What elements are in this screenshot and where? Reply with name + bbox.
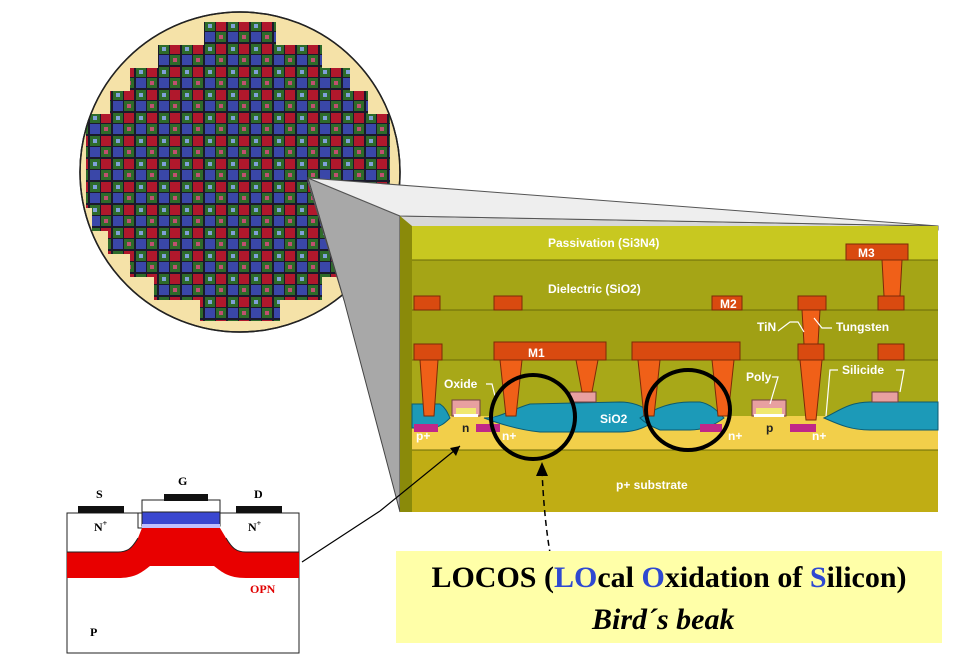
label-n-plus-1: n+ — [502, 429, 516, 443]
oxide-arrow-line — [379, 445, 461, 512]
substrate — [412, 450, 938, 512]
caption-box: LOCOS (LOcal Oxidation of Silicon) Bird´… — [396, 551, 942, 643]
label-oxide: Oxide — [444, 377, 478, 391]
wafer — [79, 11, 401, 333]
label-n-plus-3: n+ — [812, 429, 826, 443]
cross-section: Passivation (Si3N4) Dielectric (SiO2) M2… — [400, 216, 939, 512]
label-substrate: p+ substrate — [616, 478, 688, 492]
mos-label-opn: OPN — [250, 582, 276, 596]
label-passivation: Passivation (Si3N4) — [548, 236, 659, 250]
die-grid — [86, 22, 390, 321]
mos-label-d: D — [254, 487, 263, 501]
metal-3 — [845, 243, 909, 297]
label-n-plus-2: n+ — [728, 429, 742, 443]
label-dielectric: Dielectric (SiO2) — [548, 282, 641, 296]
label-m2: M2 — [720, 297, 737, 311]
label-silicide: Silicide — [842, 363, 884, 377]
label-p: p — [766, 421, 773, 435]
label-tungsten: Tungsten — [836, 320, 889, 334]
label-sio2: SiO2 — [600, 412, 628, 426]
mos-label-n-plus-right: N+ — [248, 519, 262, 534]
caption-title: LOCOS (LOcal Oxidation of Silicon) — [431, 561, 907, 594]
gate-left — [451, 399, 481, 417]
mos-label-g: G — [178, 474, 187, 488]
gate-far-right — [871, 391, 899, 403]
gate-mid — [569, 391, 597, 403]
label-poly: Poly — [746, 370, 772, 384]
field-oxide-3 — [822, 401, 939, 431]
mos-label-p: P — [90, 625, 97, 639]
label-tin: TiN — [757, 320, 776, 334]
label-m1: M1 — [528, 346, 545, 360]
mos-label-n-plus-left: N+ — [94, 519, 108, 534]
label-n: n — [462, 421, 469, 435]
metal-2 — [413, 295, 905, 345]
gate-right — [751, 399, 787, 417]
label-p-plus: p+ — [416, 429, 430, 443]
mos-connector-line — [301, 510, 381, 563]
label-m3: M3 — [858, 246, 875, 260]
field-oxide-2 — [639, 401, 725, 431]
metal-1 — [413, 341, 905, 421]
dielectric-layer-upper — [412, 260, 938, 310]
opn-region — [67, 528, 299, 578]
caption-subtitle: Bird´s beak — [592, 603, 735, 636]
birds-beak-circle-1 — [489, 373, 577, 461]
birds-beak-circle-2 — [644, 368, 732, 452]
mos-schematic: S G D N+ N+ OPN P — [66, 474, 300, 654]
mos-label-s: S — [96, 487, 103, 501]
